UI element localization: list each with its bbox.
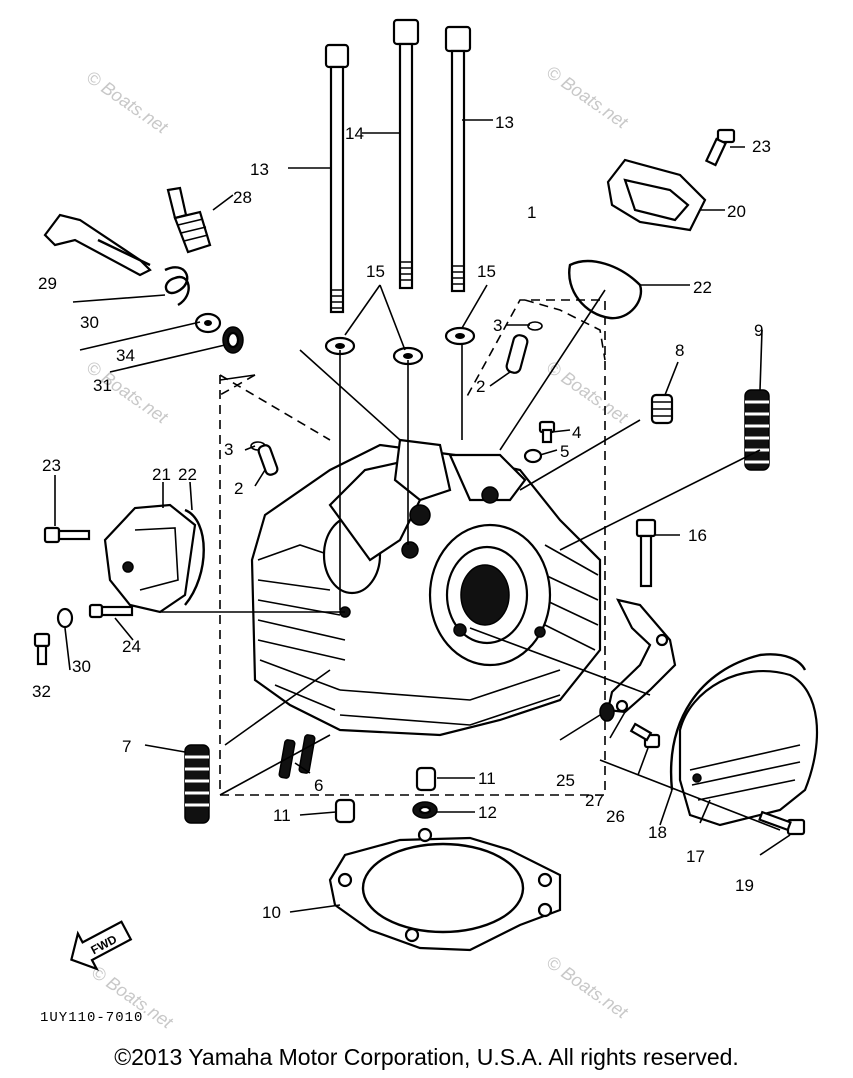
washer-5 (523, 448, 543, 464)
callout-16: 16 (688, 526, 707, 545)
spark-plug-28 (166, 186, 212, 254)
callout-20: 20 (727, 202, 746, 221)
callout-24: 24 (122, 637, 141, 656)
dowel-11-right (415, 766, 437, 792)
callout-9: 9 (754, 321, 763, 340)
callout-11-left: 11 (273, 806, 291, 825)
callout-32: 32 (32, 682, 51, 701)
callout-15-left: 15 (366, 262, 385, 281)
callout-14: 14 (345, 124, 364, 143)
callout-23-left: 23 (42, 456, 61, 475)
callout-10: 10 (262, 903, 281, 922)
callout-labels: 1 2 2 3 3 4 5 6 7 8 9 10 11 11 12 13 13 … (32, 113, 771, 922)
bolt-23-top (704, 128, 736, 167)
pin-2-left (257, 444, 279, 476)
callout-19: 19 (735, 876, 754, 895)
callout-15-right: 15 (477, 262, 496, 281)
callout-22-left: 22 (178, 465, 197, 484)
callout-31: 31 (93, 376, 112, 395)
callout-28: 28 (233, 188, 252, 207)
callout-26: 26 (606, 807, 625, 826)
plate-27 (606, 598, 677, 714)
callout-18: 18 (648, 823, 667, 842)
bolt-16 (635, 518, 657, 588)
gasket-22-left (184, 508, 205, 606)
callout-5: 5 (560, 442, 569, 461)
washers-15 (324, 326, 476, 366)
spring-9 (744, 389, 770, 471)
cap-8 (650, 393, 674, 425)
bolt-19 (758, 810, 806, 836)
clip-3-right (527, 321, 543, 331)
cylinder-head (250, 438, 602, 737)
washer-25 (599, 702, 615, 722)
bolt-14 (392, 18, 420, 290)
callout-12: 12 (478, 803, 497, 822)
callout-30-lower: 30 (72, 657, 91, 676)
callout-11-right: 11 (478, 769, 496, 788)
bolt-13-right (444, 25, 472, 293)
watermark-1: © Boats.net (83, 67, 173, 138)
callout-4: 4 (572, 423, 581, 442)
spring-30 (164, 266, 190, 307)
callout-13-right: 13 (495, 113, 514, 132)
bolt-26 (629, 722, 661, 749)
copyright-notice: ©2013 Yamaha Motor Corporation, U.S.A. A… (114, 1044, 739, 1070)
bolt-23-left (43, 526, 91, 544)
seal-31 (222, 326, 244, 354)
callout-7: 7 (122, 737, 131, 756)
head-gasket-10 (328, 827, 562, 952)
watermark-5: © Boats.net (543, 952, 633, 1023)
gasket-18 (669, 653, 807, 791)
washer-33 (56, 607, 74, 629)
bolt-32 (33, 632, 51, 666)
cover-17 (678, 670, 819, 827)
dowel-11-left (334, 798, 356, 824)
callout-1: 1 (527, 203, 536, 222)
callout-17: 17 (686, 847, 705, 866)
gasket-22-top (568, 259, 643, 320)
pin-2-right (505, 334, 529, 374)
callout-23-top: 23 (752, 137, 771, 156)
callout-34: 34 (116, 346, 135, 365)
bolt-4 (538, 420, 556, 444)
cover-21 (103, 503, 197, 614)
spring-7 (184, 744, 210, 824)
lever-29 (43, 213, 152, 277)
exploded-parts-diagram: © Boats.net © Boats.net © Boats.net © Bo… (32, 18, 819, 1030)
bolt-24 (88, 603, 134, 619)
callout-3-right: 3 (493, 316, 502, 335)
watermark-2: © Boats.net (543, 62, 633, 133)
callout-22-top: 22 (693, 278, 712, 297)
callout-25: 25 (556, 771, 575, 790)
callout-27: 27 (585, 791, 604, 810)
callout-2-left: 2 (234, 479, 243, 498)
callout-2-right: 2 (476, 377, 485, 396)
callout-21: 21 (152, 465, 171, 484)
head-bolts (324, 18, 472, 314)
washer-34 (194, 312, 222, 334)
seal-12 (412, 801, 438, 819)
callout-13-left: 13 (250, 160, 269, 179)
cover-20 (606, 158, 707, 232)
fwd-arrow-icon: FWD (70, 920, 133, 971)
watermark-4: © Boats.net (543, 357, 633, 428)
bolt-13-left (324, 43, 350, 314)
callout-8: 8 (675, 341, 684, 360)
drawing-code: 1UY110-7010 (40, 1010, 143, 1026)
callout-30: 30 (80, 313, 99, 332)
leader-lines (54, 119, 791, 913)
callout-29: 29 (38, 274, 57, 293)
callout-3-left: 3 (224, 440, 233, 459)
callout-6: 6 (314, 776, 323, 795)
